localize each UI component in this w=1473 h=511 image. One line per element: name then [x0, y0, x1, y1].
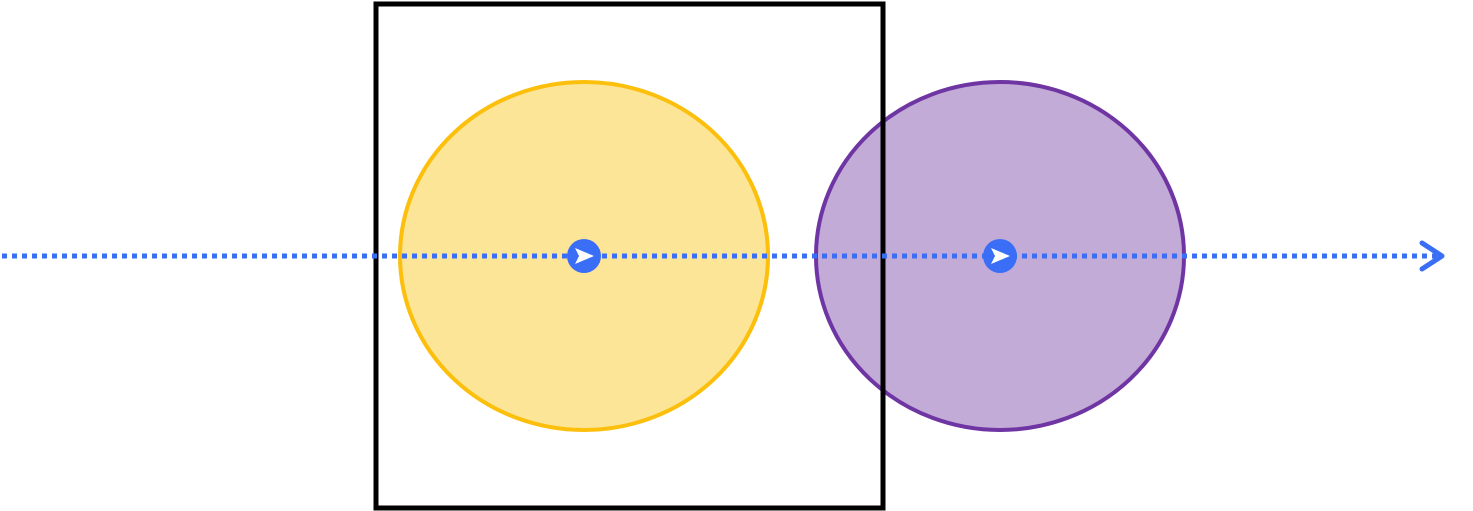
play-marker-icon	[983, 239, 1017, 273]
play-marker-icon	[567, 239, 601, 273]
arrow-right-icon	[1419, 240, 1445, 272]
